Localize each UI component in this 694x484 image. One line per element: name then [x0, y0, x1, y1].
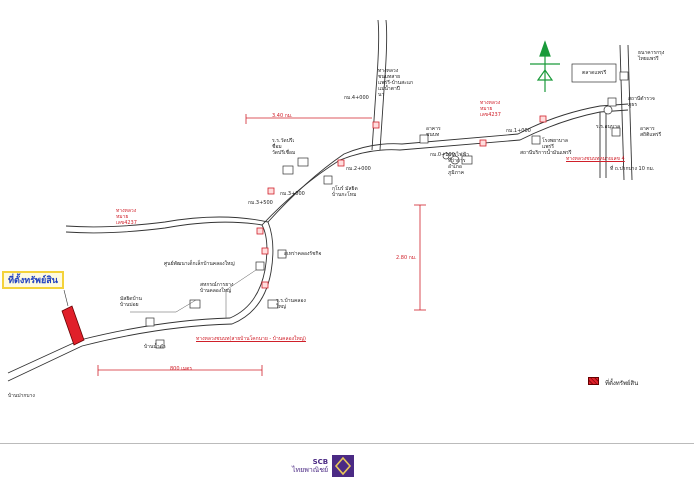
- callout-leader: [63, 289, 69, 307]
- road-label: ทางหลวงชนบทหมายเลข 4: [566, 156, 625, 162]
- distance-label: 800 เมตร: [170, 366, 193, 372]
- scb-logo: SCB ไทยพาณิชย์: [292, 455, 355, 477]
- landmark-label: โรงพยาบาล แพร่รี: [542, 138, 568, 150]
- km-markers: [256, 115, 547, 289]
- km-label: กม.0+100: [430, 152, 455, 158]
- landmark-label: มัสยิดบ้าน บ้านบ่อย: [120, 296, 142, 308]
- landmark-label: ร.ร.อนุบาล: [596, 124, 621, 130]
- footer-divider: [0, 443, 694, 444]
- landmark-label: ศูนย์พัฒนาเด็กเล็กบ้านคลองใหญ่: [164, 261, 235, 267]
- distance-label: 2.80 กม.: [396, 255, 417, 261]
- road-label: ทางหลวง หมาย เลข4237: [116, 208, 137, 226]
- distance-label: 3.40 กม.: [272, 113, 293, 119]
- landmark-label: สหกรณ์การยาง บ้านคลองใหญ่: [200, 282, 234, 294]
- logo-line1: SCB: [312, 458, 329, 466]
- km-label: กม.3+000: [280, 191, 305, 197]
- km-label: กม.4+000: [344, 95, 369, 101]
- road-label: ทางหลวงชนบท(สายบ้านโคกนาย - บ้านคลองใหญ่…: [196, 336, 306, 342]
- north-arrow-icon: [530, 40, 560, 92]
- landmark-label: สถานีบริการน้ำมันแพร่รี: [520, 150, 572, 156]
- property-marker: [61, 305, 85, 346]
- logo-text: SCB ไทยพาณิชย์: [292, 458, 328, 474]
- landmark-label: ตลาดแพร่รี: [582, 70, 607, 76]
- main-road: [7, 19, 633, 382]
- landmark-label: สุเหร่าคลองรัชกิจ: [284, 251, 322, 257]
- legend-label: ที่ตั้งทรัพย์สิน: [605, 380, 639, 387]
- landmark-label: ธนาคารกรุง ไทยแพร่รี: [638, 50, 665, 62]
- landmark-label: สถานีตำรวจ ภูธร: [628, 96, 655, 108]
- distance-lines: [97, 114, 426, 376]
- road-label: ทางหลวง หมาย เลข4237: [480, 100, 501, 118]
- building-icons: [145, 63, 629, 349]
- landmark-label: อาคาร สถิติแพร่รี: [640, 126, 662, 138]
- km-label: กม.3+500: [248, 200, 273, 206]
- landmark-label: การไฟฟ้า ที่ว่าการ อำเภอ ภูมิภาค: [448, 152, 469, 176]
- logo-line2: ไทยพาณิชย์: [292, 466, 329, 474]
- scb-emblem-icon: [332, 455, 355, 477]
- landmark-label: บ้านปากบาง: [8, 393, 35, 399]
- landmark-label: บ้านน้ำดำ: [144, 344, 166, 350]
- landmark-label: ร.ร.วัดปรีเ ชื่อม วัดปรีเชื่อม: [272, 138, 296, 156]
- minor-paths: [130, 269, 257, 318]
- km-label: กม.1+000: [506, 128, 531, 134]
- landmark-label: กุโบร์ มัสยิด บ้านกะโหม: [332, 186, 358, 198]
- km-label: กม.2+000: [346, 166, 371, 172]
- landmark-label: อาคาร ชนบท: [426, 126, 441, 138]
- landmark-label: ที่ ถ.ปากบาง 10 กม.: [610, 166, 655, 172]
- property-callout: ที่ตั้งทรัพย์สิน: [2, 271, 64, 289]
- landmark-label: ร.ร.บ้านคลอง ใหญ่: [276, 298, 306, 310]
- landmark-label: ทางหลวง ชนบทสาย แพร่รี-บ้านสะแก แม่น้ำตา…: [378, 68, 414, 98]
- legend-swatch: [588, 377, 599, 385]
